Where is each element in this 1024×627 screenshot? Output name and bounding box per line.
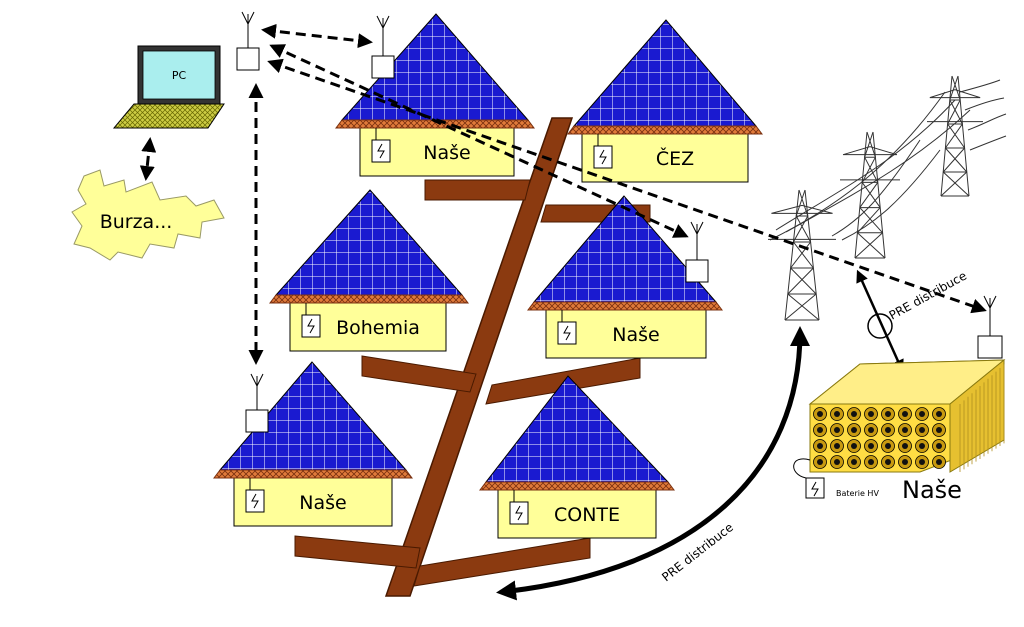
transmission-towers	[768, 75, 1007, 321]
battery-cell	[864, 423, 878, 437]
battery-cell	[915, 455, 929, 469]
battery-owner-label: Naše	[902, 476, 962, 504]
battery-cell	[864, 407, 878, 421]
lightning-icon	[251, 493, 259, 509]
house-label: Bohemia	[336, 317, 420, 339]
house-label: Naše	[423, 142, 470, 164]
exchange-cloud: Burza...	[71, 169, 225, 261]
battery-cell	[898, 455, 912, 469]
battery-cell	[813, 407, 827, 421]
battery-cell	[847, 439, 861, 453]
battery-cell	[847, 407, 861, 421]
battery-cell	[864, 439, 878, 453]
battery-cell	[813, 455, 827, 469]
house-label: CONTE	[554, 504, 620, 526]
house-5: Naše	[213, 361, 413, 527]
battery-cell	[813, 439, 827, 453]
house-2: ČEZ	[567, 19, 763, 183]
solar-roof	[340, 13, 530, 121]
roof-eaves	[479, 481, 675, 491]
battery-cell	[830, 407, 844, 421]
battery-small-label: Baterie HV	[836, 489, 879, 498]
tower-2	[840, 131, 900, 259]
battery-cell	[898, 439, 912, 453]
battery-cell	[932, 439, 946, 453]
battery-cell	[881, 407, 895, 421]
battery-cell	[881, 455, 895, 469]
solar-roof	[274, 189, 464, 296]
battery-cell	[898, 423, 912, 437]
battery-cell	[915, 407, 929, 421]
battery-cell	[915, 423, 929, 437]
battery-cell	[932, 407, 946, 421]
battery-cell	[881, 439, 895, 453]
house-label: Naše	[299, 492, 346, 514]
roof-eaves	[527, 301, 723, 311]
battery-cell	[864, 455, 878, 469]
roof-eaves	[269, 294, 469, 304]
battery-cell	[915, 439, 929, 453]
battery-cell	[932, 423, 946, 437]
wireless-links	[139, 23, 987, 365]
battery-cell	[847, 423, 861, 437]
exchange-label: Burza...	[100, 211, 173, 233]
house-label: Naše	[612, 324, 659, 346]
tower-3	[927, 75, 983, 197]
antenna-pc	[236, 11, 260, 71]
lightning-icon	[307, 318, 315, 334]
roof-eaves	[567, 125, 763, 135]
battery-cell	[830, 455, 844, 469]
antenna-house-top	[371, 15, 395, 79]
roof-eaves	[213, 469, 413, 479]
solar-roof	[572, 19, 758, 127]
pre-distribution-label-upper: PRE distribuce	[887, 269, 969, 323]
house-label: ČEZ	[656, 146, 694, 170]
battery-cell	[898, 407, 912, 421]
antenna-battery	[977, 295, 1003, 359]
battery-cell	[881, 423, 895, 437]
battery-cell	[932, 455, 946, 469]
battery-bank: Baterie HV Naše	[793, 358, 1006, 504]
laptop-screen-label: PC	[172, 69, 187, 82]
pre-distribution-link-upper: PRE distribuce	[856, 269, 969, 373]
battery-cell	[830, 439, 844, 453]
battery-cell	[813, 423, 827, 437]
battery-cell	[830, 423, 844, 437]
antenna-house-left	[245, 373, 269, 433]
antenna-house-right	[685, 221, 709, 283]
laptop-pc: PC	[112, 45, 225, 129]
house-3: Bohemia	[269, 189, 469, 352]
battery-cell	[847, 455, 861, 469]
